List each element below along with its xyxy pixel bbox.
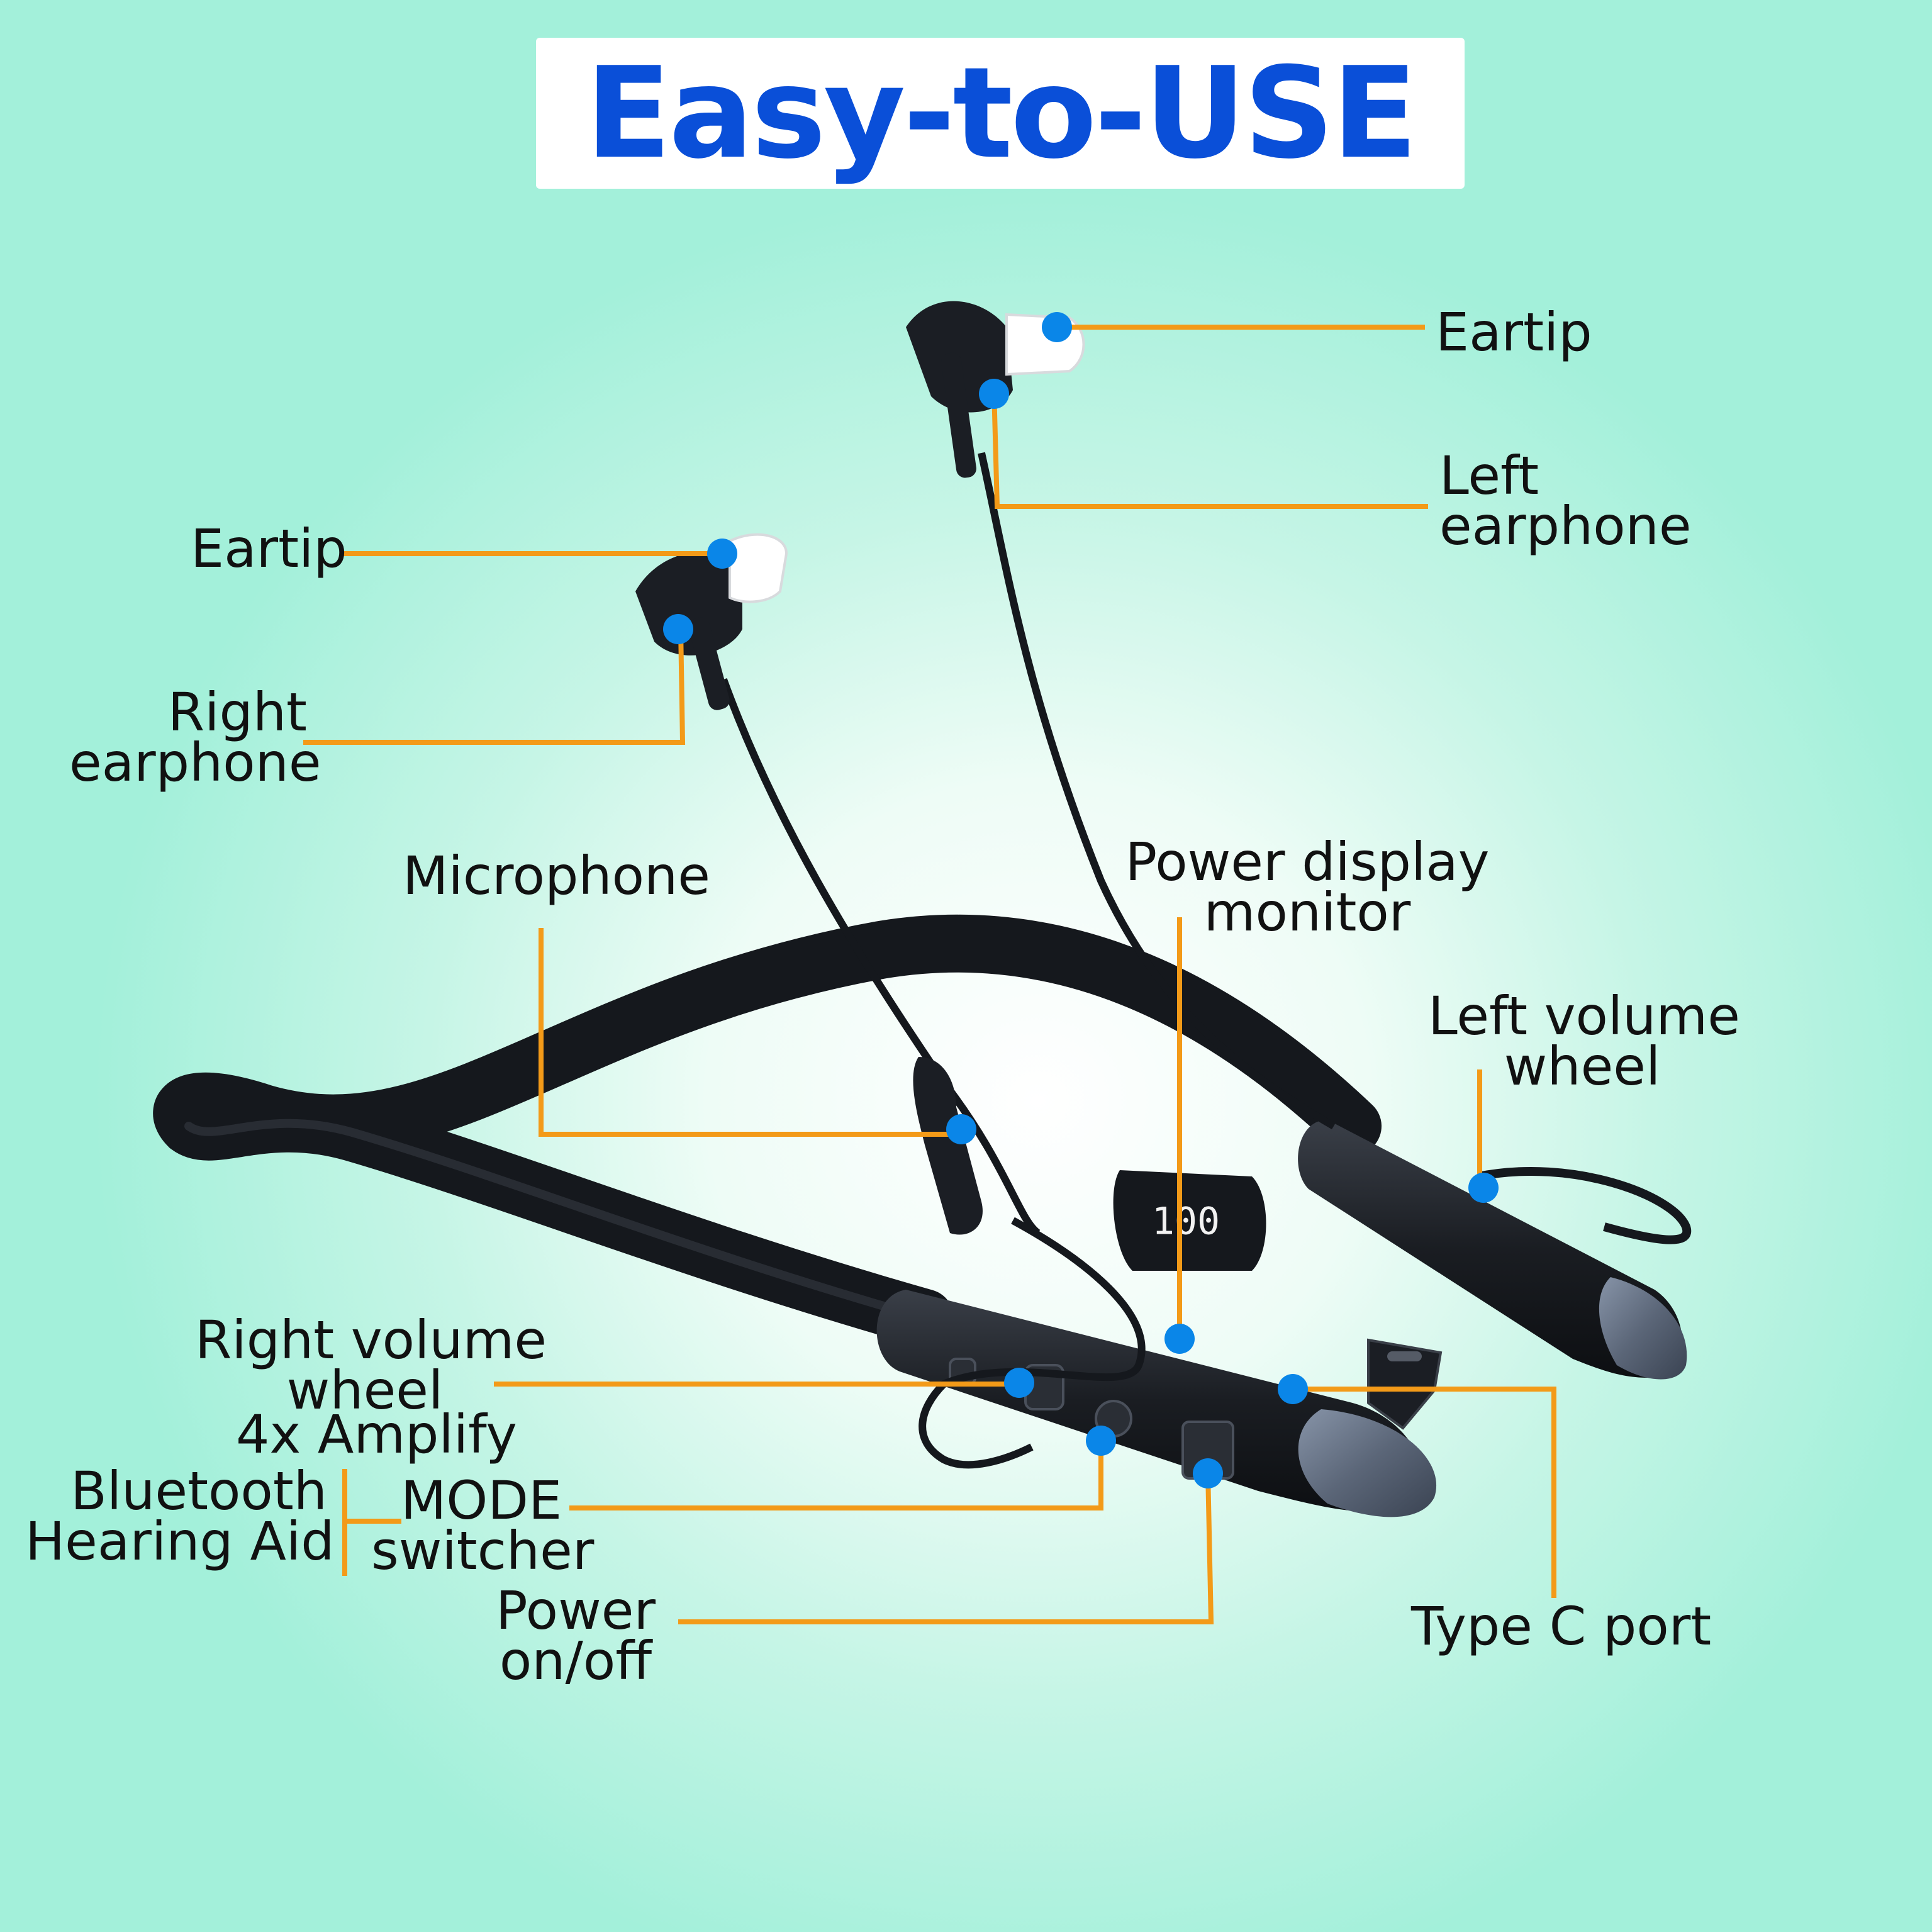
marker-dot [1193,1458,1223,1488]
left-control-body [1298,1120,1692,1380]
marker-dot [1164,1324,1195,1354]
marker-dot [1278,1374,1308,1404]
right-control-body [876,1290,1437,1517]
label-microphone: Microphone [403,845,710,907]
label-bluetooth-hearing-aid: Bluetooth Hearing Aid [25,1460,335,1572]
marker-dot [707,539,737,569]
neckband [153,914,1382,1347]
label-power-on-off: Power on/off [496,1580,656,1692]
power-display-value: 100 [1152,1200,1220,1244]
label-left-earphone: Left earphone [1439,445,1692,557]
leader-lines [303,325,1556,1624]
marker-dot [1468,1173,1499,1203]
label-eartip-right: Eartip [191,518,347,579]
label-type-c-port: Type C port [1411,1595,1712,1657]
label-mode-switcher: MODE switcher [371,1470,595,1582]
title-banner: Easy-to-USE [536,38,1465,189]
label-right-volume-wheel: Right volume wheel [195,1309,547,1421]
marker-dot [946,1114,976,1144]
marker-dot [1086,1426,1116,1456]
label-left-volume-wheel: Left volume wheel [1428,985,1740,1097]
label-amplify: 4x Amplify [236,1404,517,1465]
power-display-inset: 100 [1113,1170,1266,1271]
marker-dot [1042,312,1072,342]
marker-dots [663,312,1499,1488]
right-earphone [635,533,1146,1469]
marker-dot [663,614,693,644]
page-title: Easy-to-USE [585,40,1417,187]
label-power-display-monitor: Power display monitor [1125,831,1490,943]
microphone-module [913,1057,983,1235]
marker-dot [1004,1368,1034,1398]
typec-connector [1367,1338,1443,1430]
label-right-earphone: Right earphone [69,681,321,793]
marker-dot [979,379,1009,409]
label-eartip-left: Eartip [1436,301,1592,363]
